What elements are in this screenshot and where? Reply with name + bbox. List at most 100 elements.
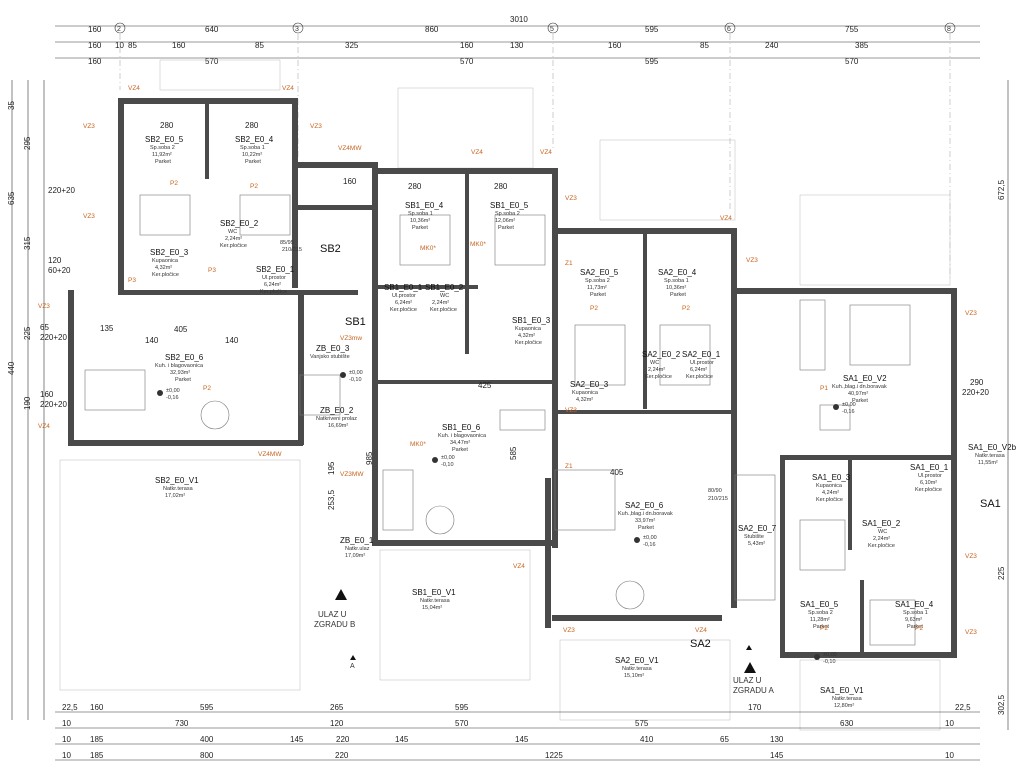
unit-label-sa2: SA2 (690, 638, 711, 650)
svg-text:630: 630 (840, 719, 854, 728)
dim-left: 120 (48, 256, 62, 265)
svg-text:800: 800 (200, 751, 214, 760)
dim-top3: 570 (845, 57, 859, 66)
dim-left: 35 (7, 101, 16, 110)
svg-text:VZ4: VZ4 (513, 563, 525, 570)
svg-text:10: 10 (62, 719, 71, 728)
room-sa1-e0-1: SA1_E0_1 Ul.prostor 6,10m² Ker.pločice (910, 463, 949, 493)
svg-text:SB2_E0_V1: SB2_E0_V1 (155, 476, 199, 485)
svg-text:12,80m²: 12,80m² (834, 703, 854, 709)
svg-text:220: 220 (336, 735, 350, 744)
dim-top3: 570 (460, 57, 474, 66)
svg-text:SA2_E0_7: SA2_E0_7 (738, 524, 777, 533)
svg-text:15,10m²: 15,10m² (624, 673, 644, 679)
svg-text:210/215: 210/215 (708, 496, 728, 502)
svg-text:Parket: Parket (498, 225, 514, 231)
dim-top2: 240 (765, 41, 779, 50)
svg-text:P3: P3 (128, 277, 136, 284)
dim-top2: 85 (255, 41, 264, 50)
svg-text:Natkr.terasa: Natkr.terasa (163, 486, 194, 492)
svg-text:Natkr.ulaz: Natkr.ulaz (345, 546, 370, 552)
svg-text:SB2_E0_2: SB2_E0_2 (220, 219, 259, 228)
room-sb2-e0-1: SB2_E0_1 Ul.prostor 6,24m² Ker.pločice (256, 265, 295, 295)
svg-text:145: 145 (290, 735, 304, 744)
svg-text:Ul.prostor: Ul.prostor (918, 473, 942, 479)
section-marks: A (350, 645, 752, 670)
section-mark-a: A (350, 663, 355, 670)
svg-text:1225: 1225 (545, 751, 563, 760)
svg-text:Kupaonica: Kupaonica (515, 326, 542, 332)
level-mark: ±0,00 (166, 388, 180, 394)
svg-text:SB2_E0_5: SB2_E0_5 (145, 135, 184, 144)
svg-text:120: 120 (330, 719, 344, 728)
svg-text:ZB_E0_1: ZB_E0_1 (340, 536, 374, 545)
svg-text:SA2_E0_3: SA2_E0_3 (570, 380, 609, 389)
svg-text:Parket: Parket (813, 624, 829, 630)
unit-labels: SB2 SB1 SA2 SA1 (320, 243, 1001, 650)
svg-text:34,47m²: 34,47m² (450, 440, 470, 446)
svg-text:Parket: Parket (590, 292, 606, 298)
svg-text:Ker.pločice: Ker.pločice (430, 307, 457, 313)
dim-right: 225 (997, 566, 1006, 580)
tags: VZ4 VZ4 VZ3 VZ3 VZ3 VZ4MW VZ4 VZ4 VZ3 VZ… (38, 85, 977, 636)
svg-text:Parket: Parket (175, 377, 191, 383)
svg-text:Natkr.terasa: Natkr.terasa (420, 598, 451, 604)
svg-text:VZ4: VZ4 (128, 85, 140, 92)
svg-text:VZ3mw: VZ3mw (340, 335, 362, 342)
svg-text:VZ3: VZ3 (310, 123, 322, 130)
svg-text:MK0*: MK0* (470, 241, 486, 248)
svg-text:VZ3: VZ3 (746, 257, 758, 264)
room-sb2-e0-2: SB2_E0_2 WC 2,24m² Ker.pločice (220, 219, 259, 249)
top-dimensions: 3010 160 640 860 595 755 160 10 85 160 8… (55, 15, 980, 66)
svg-text:220: 220 (335, 751, 349, 760)
dim-left: 65 (40, 323, 49, 332)
level-mark: -0,10 (349, 377, 362, 383)
svg-text:SB1_E0_3: SB1_E0_3 (512, 316, 551, 325)
svg-text:33,97m²: 33,97m² (635, 518, 655, 524)
svg-text:Z1: Z1 (565, 463, 573, 470)
room-sb2-e0-5: SB2_E0_5 Sp.soba 2 11,92m² Parket (145, 135, 184, 165)
svg-text:135: 135 (100, 324, 114, 333)
left-dimensions: 35 295 635 315 225 440 190 220+20 120 60… (7, 80, 75, 720)
svg-text:Natkr.terasa: Natkr.terasa (832, 696, 863, 702)
svg-text:P2: P2 (682, 305, 690, 312)
svg-text:12,06m²: 12,06m² (495, 218, 515, 224)
room-sb1-e0-2: SB1_E0_2 WC 2,24m² Ker.pločice (425, 283, 464, 313)
room-sb1-e0-3: SB1_E0_3 Kupaonica 4,32m² Ker.pločice (512, 316, 551, 346)
room-sa2-e0-1: SA2_E0_1 Ul.prostor 6,24m² Ker.pločice (682, 350, 721, 380)
dim-top2: 385 (855, 41, 869, 50)
svg-text:VZ4: VZ4 (720, 215, 732, 222)
level-mark: -0,16 (842, 409, 855, 415)
svg-text:VZ4: VZ4 (695, 627, 707, 634)
svg-text:SA1_E0_V2: SA1_E0_V2 (843, 374, 887, 383)
dim-left: 635 (7, 191, 16, 205)
svg-text:11,28m²: 11,28m² (810, 617, 830, 623)
svg-text:ZB_E0_2: ZB_E0_2 (320, 406, 354, 415)
level-mark: ±0,00 (643, 535, 657, 541)
svg-text:10,22m²: 10,22m² (242, 152, 262, 158)
svg-text:Kupaonica: Kupaonica (816, 483, 843, 489)
svg-text:253,5: 253,5 (327, 489, 336, 510)
svg-text:40,97m²: 40,97m² (848, 391, 868, 397)
dim-left: 220+20 (40, 400, 67, 409)
svg-text:SB2_E0_6: SB2_E0_6 (165, 353, 204, 362)
dim-right: 672,5 (997, 179, 1006, 200)
svg-text:160: 160 (343, 177, 357, 186)
svg-text:80/90: 80/90 (708, 488, 722, 494)
svg-text:2,24m²: 2,24m² (873, 536, 890, 542)
dim-left: 295 (23, 136, 32, 150)
door-tags: 85/95 210/215 80/90 210/215 (280, 240, 728, 502)
svg-text:SA1_E0_2: SA1_E0_2 (862, 519, 901, 528)
svg-text:SA2_E0_4: SA2_E0_4 (658, 268, 697, 277)
level-mark: ±0,00 (823, 652, 837, 658)
svg-text:575: 575 (635, 719, 649, 728)
svg-text:SA2_E0_2: SA2_E0_2 (642, 350, 681, 359)
svg-text:VZ3: VZ3 (965, 629, 977, 636)
entrance-b-line1: ULAZ U (318, 610, 347, 619)
svg-text:Sp.soba 1: Sp.soba 1 (408, 211, 433, 217)
svg-text:Kupaonica: Kupaonica (152, 258, 179, 264)
svg-text:140: 140 (145, 336, 159, 345)
room-zb-e0-2: ZB_E0_2 Natkriveni prolaz 16,69m² (316, 406, 357, 429)
svg-text:VZ4: VZ4 (471, 149, 483, 156)
